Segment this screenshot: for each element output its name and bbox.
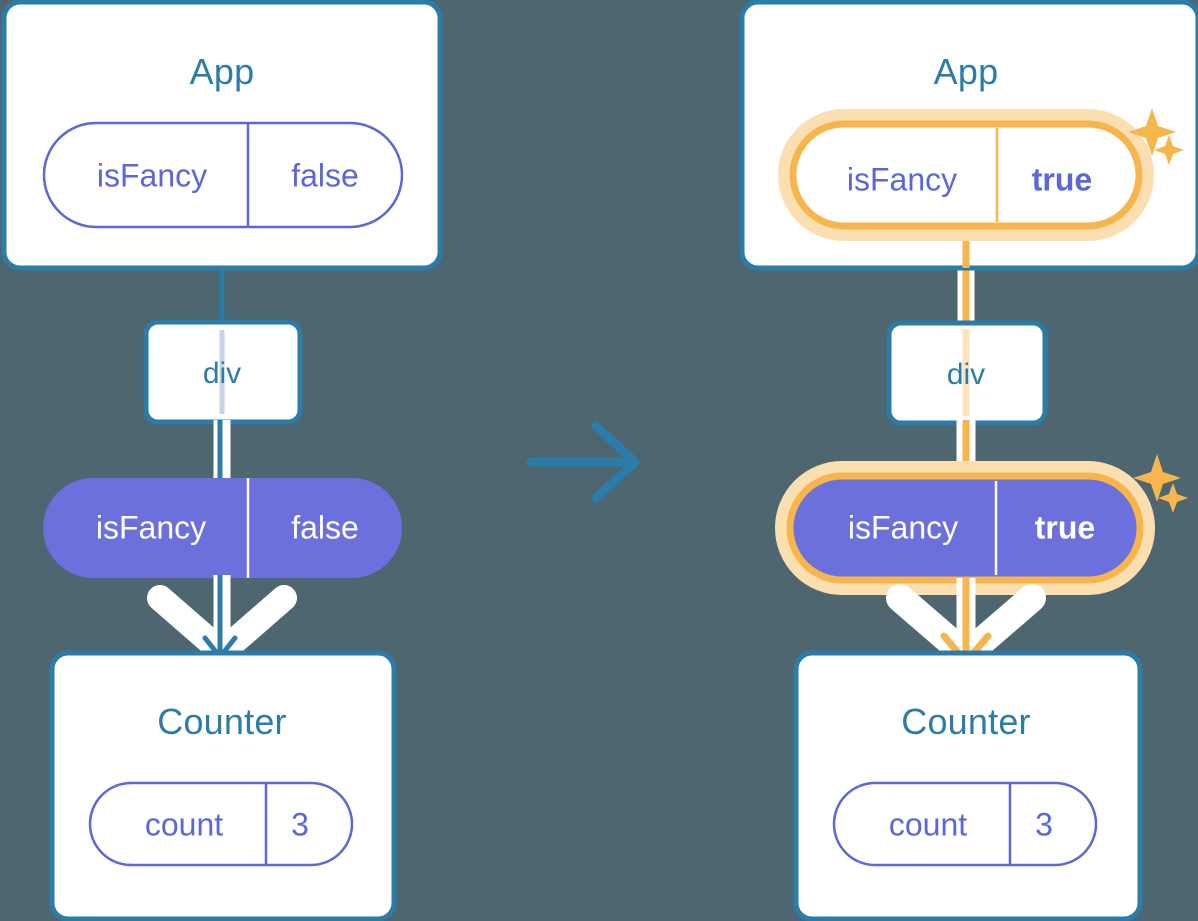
left-flow-arrow	[147, 575, 297, 665]
right-props-pill	[775, 461, 1155, 595]
right-counter-state-pill	[832, 781, 1098, 867]
left-edge-div-to-props	[213, 420, 231, 484]
sparkle-icon-props-large	[1133, 454, 1181, 502]
arrow-right-icon	[526, 421, 640, 503]
left-edge-through-div	[143, 319, 303, 425]
left-counter-state-pill	[88, 781, 354, 867]
right-app-state-pill	[778, 109, 1154, 241]
sparkle-icon-props-small	[1158, 483, 1188, 513]
sparkle-icon-app-small	[1154, 135, 1184, 165]
left-app-state-pill	[42, 121, 404, 229]
right-div-box	[886, 320, 1048, 426]
sparkle-icon-app-large	[1128, 108, 1176, 156]
left-props-pill	[43, 478, 402, 578]
